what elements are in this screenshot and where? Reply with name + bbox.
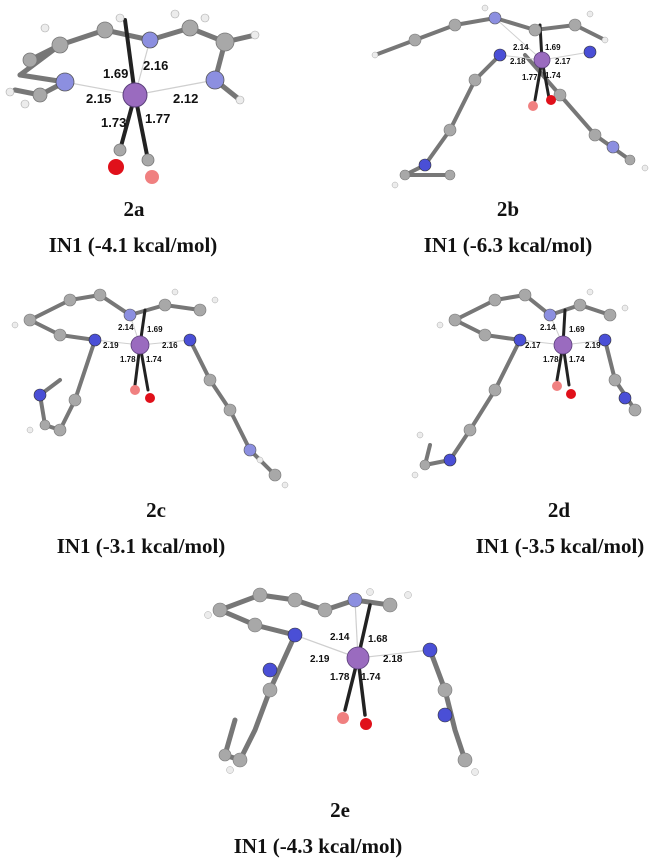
distance-label: 2.15: [86, 91, 111, 106]
distance-label: 1.69: [569, 325, 585, 334]
distance-label: 2.17: [525, 341, 541, 350]
molecule-2d: 2.14 1.69 2.17 2.19 1.78 1.74: [411, 288, 642, 479]
molecule-2e: 2.14 1.68 2.19 2.18 1.78 1.74: [204, 587, 479, 776]
structure-id: 2b: [496, 197, 520, 221]
distance-label: 2.14: [118, 323, 134, 332]
distance-label: 1.77: [145, 111, 170, 126]
structure-id: 2e: [330, 798, 350, 822]
distance-label: 2.18: [383, 654, 403, 665]
distance-label: 1.77: [522, 73, 538, 82]
distance-label: 1.69: [545, 43, 561, 52]
distance-label: 2.14: [330, 632, 350, 643]
distance-label: 2.16: [143, 58, 168, 73]
distance-label: 1.74: [569, 355, 585, 364]
distance-label: 1.73: [101, 115, 126, 130]
energy-caption: IN1 (-3.1 kcal/mol): [56, 534, 226, 558]
distance-label: 1.78: [120, 355, 136, 364]
structure-id: 2c: [146, 498, 166, 522]
panel-2b: 2.14 1.69 2.18 2.17 1.77 1.74 2b IN1 (-6…: [335, 0, 671, 270]
panel-2e: 2.14 1.68 2.19 2.18 1.78 1.74 2e IN1 (-4…: [180, 580, 500, 868]
distance-label: 1.78: [543, 355, 559, 364]
distance-label: 2.19: [103, 341, 119, 350]
energy-caption: IN1 (-4.3 kcal/mol): [233, 834, 403, 858]
molecule-2a: 1.69 2.16 2.15 2.12 1.73 1.77: [5, 9, 260, 184]
distance-label: 1.69: [147, 325, 163, 334]
panel-2a: 1.69 2.16 2.15 2.12 1.73 1.77 2a IN1 (-4…: [0, 0, 330, 270]
distance-label: 1.68: [368, 634, 388, 645]
distance-label: 2.14: [513, 43, 529, 52]
molecule-2b: 2.14 1.69 2.18 2.17 1.77 1.74: [371, 4, 649, 189]
distance-label: 2.12: [173, 91, 198, 106]
distance-label: 1.74: [361, 672, 381, 683]
structure-id: 2d: [547, 498, 571, 522]
panel-2c: 2.14 1.69 2.19 2.16 1.78 1.74 2c IN1 (-3…: [0, 280, 330, 570]
distance-label: 2.17: [555, 57, 571, 66]
distance-label: 2.19: [310, 654, 330, 665]
molecule-2c: 2.14 1.69 2.19 2.16 1.78 1.74: [11, 288, 289, 489]
energy-caption: IN1 (-4.1 kcal/mol): [48, 233, 218, 257]
distance-label: 2.14: [540, 323, 556, 332]
energy-caption: IN1 (-3.5 kcal/mol): [475, 534, 645, 558]
panel-2d: 2.14 1.69 2.17 2.19 1.78 1.74 2d IN1 (-3…: [335, 280, 671, 570]
distance-label: 1.74: [146, 355, 162, 364]
distance-label: 2.16: [162, 341, 178, 350]
energy-caption: IN1 (-6.3 kcal/mol): [423, 233, 593, 257]
distance-label: 2.18: [510, 57, 526, 66]
structure-id: 2a: [123, 197, 145, 221]
distance-label: 2.19: [585, 341, 601, 350]
distance-label: 1.74: [545, 71, 561, 80]
distance-label: 1.78: [330, 672, 350, 683]
distance-label: 1.69: [103, 66, 128, 81]
